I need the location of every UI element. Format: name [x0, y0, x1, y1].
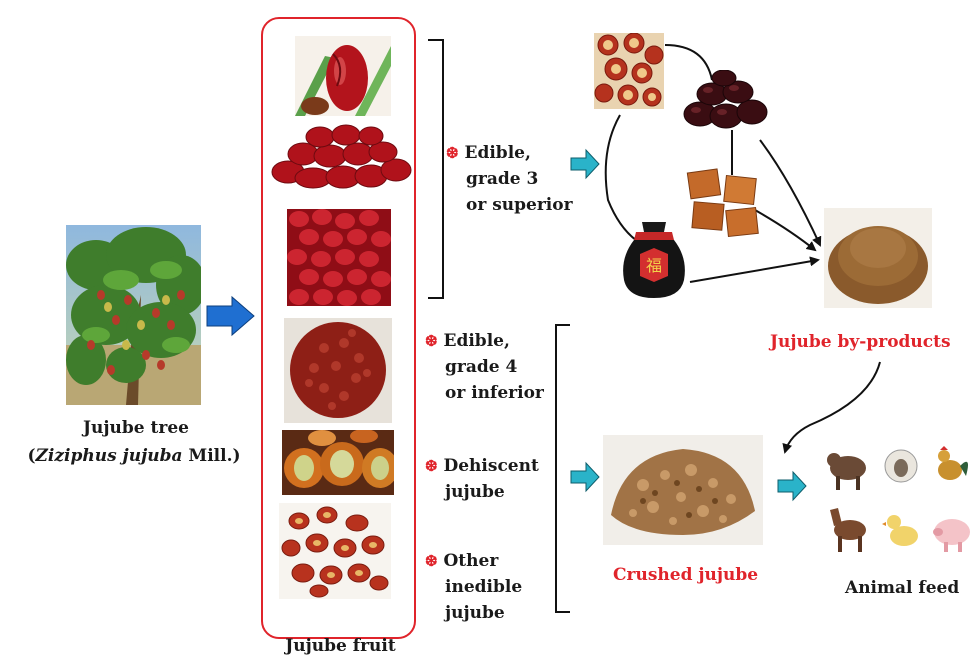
rooster-icon [938, 446, 968, 480]
cat4-line2: inedible [425, 574, 522, 600]
crushed-jujube-image [603, 435, 763, 545]
byproducts-label: Jujube by-products [770, 332, 951, 352]
arrow-to-crushed [571, 463, 599, 491]
arrow-tree-to-fruit [207, 297, 254, 335]
category-grade3: ❆ Edible, grade 3 or superior [446, 140, 573, 218]
crushed-jujube-label: Crushed jujube [613, 565, 758, 585]
product-image-dark-dates [682, 70, 768, 132]
category-dehiscent: ❆ Dehiscent jujube [425, 453, 539, 505]
product-image-slices [594, 33, 664, 109]
cow-icon [827, 453, 866, 490]
product-image-powder [824, 208, 932, 308]
bracket-top [428, 40, 443, 298]
bullet-icon: ❆ [425, 552, 438, 570]
cat1-line2: grade 3 [446, 166, 573, 192]
cat3-line2: jujube [425, 479, 539, 505]
cat4-line1: Other [444, 551, 499, 571]
cat2-line2: grade 4 [425, 354, 544, 380]
horse-icon [830, 508, 866, 552]
arrow-to-products [571, 150, 599, 178]
curve-wine-to-powder [690, 260, 818, 282]
bullet-icon: ❆ [425, 457, 438, 475]
cat1-line1: Edible, [465, 143, 531, 163]
curve-dates-to-powder [760, 140, 820, 245]
cat2-line1: Edible, [444, 331, 510, 351]
bullet-icon: ❆ [446, 144, 459, 162]
sheep-icon [885, 450, 917, 482]
animal-feed-label: Animal feed [845, 578, 959, 598]
duck-icon [882, 515, 918, 546]
product-image-wine-jar: 福 [614, 218, 694, 300]
cat4-line3: jujube [425, 600, 522, 626]
arrow-to-feed [778, 472, 806, 500]
bracket-bottom [556, 325, 570, 612]
category-other: ❆ Other inedible jujube [425, 548, 522, 626]
curve-byproducts-to-crushed [785, 362, 880, 452]
wine-seal-char: 福 [646, 256, 662, 275]
cat3-line1: Dehiscent [444, 456, 539, 476]
animal-feed-image [826, 440, 974, 560]
cat1-line3: or superior [446, 192, 573, 218]
cat2-line3: or inferior [425, 380, 544, 406]
bullet-icon: ❆ [425, 332, 438, 350]
pig-icon [933, 519, 970, 552]
product-image-jujube-paste [683, 167, 763, 241]
category-grade4: ❆ Edible, grade 4 or inferior [425, 328, 544, 406]
